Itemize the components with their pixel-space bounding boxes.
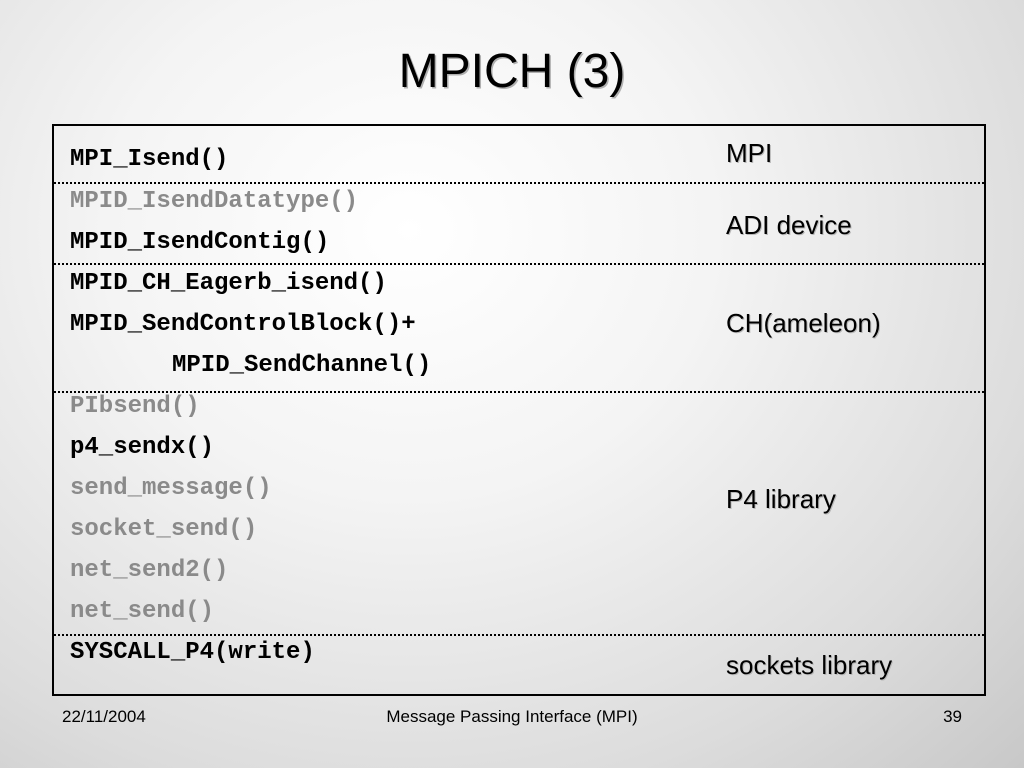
layer-label-sockets-library: sockets library [726, 650, 893, 680]
call-mpid-sendchannel: MPID_SendChannel() [172, 352, 432, 379]
layer-separator [54, 634, 984, 636]
call-mpid-ch-eagerb-isend: MPID_CH_Eagerb_isend() [70, 270, 387, 297]
layer-label-chameleon: CH(ameleon) [726, 308, 881, 338]
slide-title: MPICH (3) [398, 45, 626, 98]
call-net-send2: net_send2() [70, 557, 229, 584]
layer-separator [54, 391, 984, 393]
call-net-send: net_send() [70, 598, 215, 625]
layer-label-mpi: MPI [726, 138, 773, 168]
layer-label-adi-device: ADI device [726, 210, 852, 240]
call-mpid-isendcontig: MPID_IsendContig() [70, 229, 330, 256]
call-mpid-isenddatatype: MPID_IsendDatatype() [70, 188, 359, 215]
footer-title: Message Passing Interface (MPI) [386, 707, 638, 726]
call-stack-table: MPI_Isend() MPI MPID_IsendDatatype() MPI… [52, 124, 986, 696]
layer-separator [54, 182, 984, 184]
layer-separator [54, 263, 984, 265]
call-mpid-sendcontrolblock: MPID_SendControlBlock()+ [70, 311, 416, 338]
call-send-message: send_message() [70, 475, 272, 502]
call-socket-send: socket_send() [70, 516, 258, 543]
call-syscall-p4-write: SYSCALL_P4(write) [70, 639, 315, 666]
call-pibsend: PIbsend() [70, 393, 200, 420]
layer-label-p4-library: P4 library [726, 484, 836, 514]
call-mpi-isend: MPI_Isend() [70, 146, 229, 173]
footer-date: 22/11/2004 [62, 707, 146, 726]
footer-page-number: 39 [943, 707, 962, 726]
call-p4-sendx: p4_sendx() [70, 434, 215, 461]
